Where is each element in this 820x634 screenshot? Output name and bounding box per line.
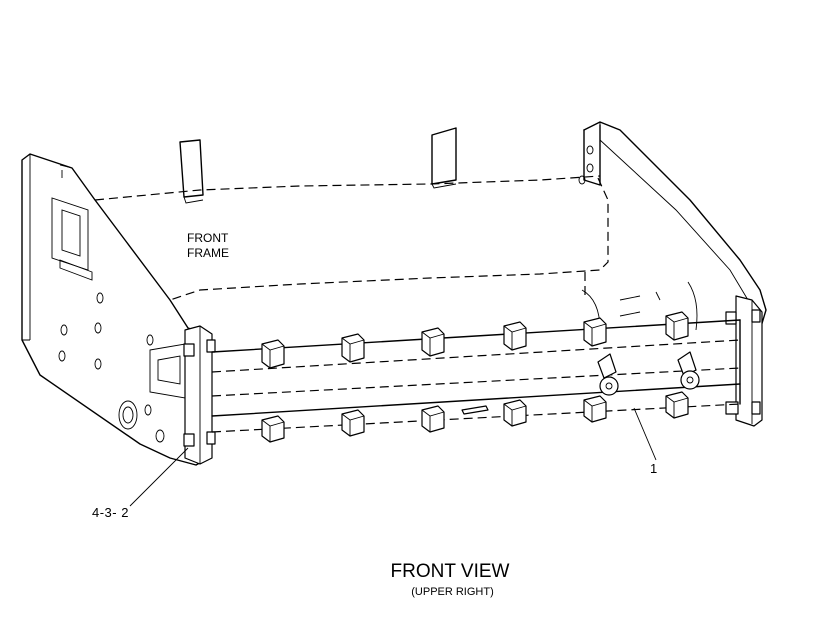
rollers	[597, 351, 700, 396]
view-title: FRONT VIEW	[390, 561, 510, 582]
callout-ref-4-3-2: 4-3- 2	[92, 505, 129, 520]
upright-posts	[179, 127, 457, 204]
right-side-plate	[578, 121, 767, 331]
leader-line-1	[633, 407, 657, 461]
callout-part-1: 1	[650, 461, 658, 476]
upper-lugs	[261, 311, 689, 369]
view-subtitle: (UPPER RIGHT)	[411, 586, 494, 598]
front-frame-label-line1: FRONT	[187, 231, 229, 245]
front-frame-label: FRONT FRAME	[187, 231, 229, 261]
front-frame-label-line2: FRAME	[187, 246, 229, 260]
left-side-plate	[21, 153, 206, 466]
leader-line-4-3-2	[129, 447, 189, 507]
shaft-rails	[211, 319, 741, 433]
front-frame-phantom	[94, 175, 609, 301]
right-end-bracket	[725, 295, 763, 427]
lower-lugs	[261, 391, 689, 443]
left-end-bracket	[183, 325, 216, 465]
